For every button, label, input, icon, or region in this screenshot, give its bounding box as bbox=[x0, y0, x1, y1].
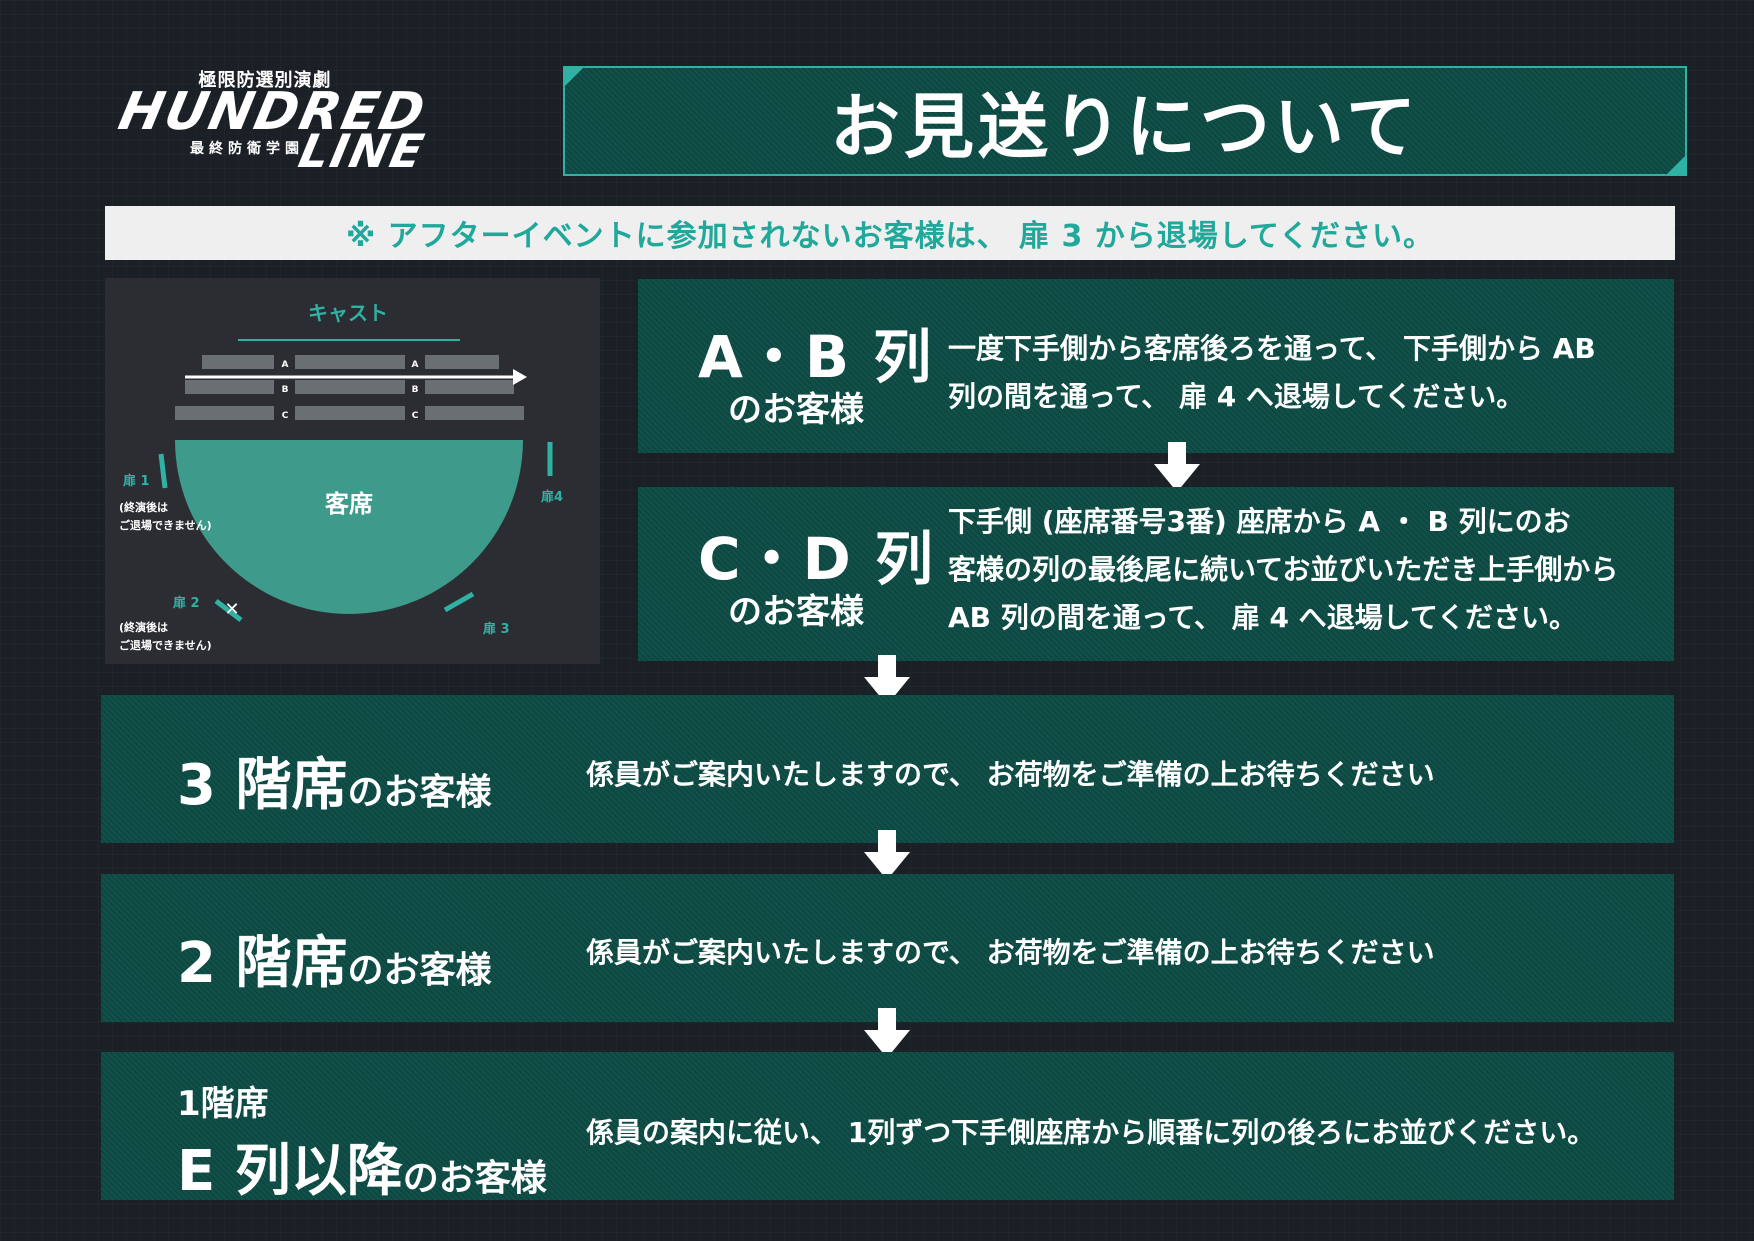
floor1-tail: のお客様 bbox=[402, 1158, 547, 1199]
seating-area-label: 客席 bbox=[325, 490, 373, 518]
route-arrow-head bbox=[513, 369, 527, 385]
door-1-marker bbox=[158, 453, 168, 489]
row-label-a: A bbox=[282, 360, 289, 370]
description-line: AB 列の間を通って、 扉 4 へ退場してください。 bbox=[948, 601, 1578, 634]
seat-block bbox=[425, 355, 499, 369]
door-2-note: (終演後は bbox=[119, 620, 168, 634]
door-2-label: 扉 2 bbox=[173, 595, 200, 611]
seat-block bbox=[202, 355, 274, 369]
seat-block bbox=[175, 406, 274, 420]
section-floor1-description: 係員の案内に従い、 1列ずつ下手側座席から順番に列の後ろにお並びください。 bbox=[586, 1116, 1596, 1149]
seat-block bbox=[295, 355, 405, 369]
door-4-label: 扉4 bbox=[541, 489, 563, 505]
cast-label: キャスト bbox=[308, 301, 388, 325]
door-2-closed-mark: ✕ bbox=[224, 599, 239, 620]
description-line: 一度下手側から客席後ろを通って、 下手側から AB bbox=[948, 332, 1596, 365]
page-title: お見送りについて bbox=[830, 85, 1420, 168]
title-corner-decoration bbox=[563, 66, 585, 88]
section-floor2-description: 係員がご案内いたしますので、 お荷物をご準備の上お待ちください bbox=[586, 936, 1435, 969]
description-line: 下手側 (座席番号3番) 座席から A ・ B 列にのお bbox=[948, 505, 1571, 538]
seat-block bbox=[425, 380, 514, 394]
floor1-line1: 1階席 bbox=[177, 1084, 269, 1124]
row-label-b: B bbox=[282, 385, 289, 395]
section-floor1-panel bbox=[101, 1052, 1674, 1200]
section-floor2-heading: 2 階席のお客様 bbox=[177, 918, 491, 999]
seat-block bbox=[295, 406, 405, 420]
title-banner: お見送りについて bbox=[563, 66, 1687, 176]
seating-area bbox=[175, 440, 523, 614]
seating-map: キャスト A A B B C C 客席 扉 1 bbox=[105, 278, 600, 664]
seat-rows bbox=[175, 355, 524, 420]
description-line: 客様の列の最後尾に続いてお並びいただき上手側から bbox=[948, 553, 1619, 586]
floor1-label: E 列以降 bbox=[177, 1139, 403, 1204]
section-floor3-description: 係員がご案内いたしますので、 お荷物をご準備の上お待ちください bbox=[586, 758, 1435, 791]
section-ab-description: 一度下手側から客席後ろを通って、 下手側から AB 列の間を通って、 扉 4 へ… bbox=[948, 325, 1648, 421]
title-corner-decoration bbox=[1665, 154, 1687, 176]
section-floor2-panel bbox=[101, 874, 1674, 1022]
row-label-b: B bbox=[412, 385, 419, 395]
section-cd-panel bbox=[638, 487, 1674, 661]
section-ab-subheading: のお客様 bbox=[728, 390, 864, 430]
floor3-tail: のお客様 bbox=[347, 772, 492, 813]
section-cd-subheading: のお客様 bbox=[728, 592, 864, 632]
row-label-c: C bbox=[282, 411, 289, 421]
notice-bar: ※ アフターイベントに参加されないお客様は、 扉 3 から退場してください。 bbox=[105, 206, 1675, 260]
row-label-c: C bbox=[412, 411, 419, 421]
seat-block bbox=[185, 380, 274, 394]
notice-text: ※ アフターイベントに参加されないお客様は、 扉 3 から退場してください。 bbox=[345, 219, 1434, 254]
floor3-label: 3 階席 bbox=[177, 753, 348, 818]
door-1-label: 扉 1 bbox=[123, 473, 150, 489]
logo-word-line: LINE bbox=[294, 124, 431, 178]
door-1-note: ご退場できません) bbox=[119, 518, 212, 532]
seating-map-svg: キャスト A A B B C C 客席 扉 1 bbox=[119, 301, 563, 652]
section-floor1-heading: E 列以降のお客様 bbox=[177, 1126, 547, 1207]
door-3-label: 扉 3 bbox=[483, 621, 510, 637]
seat-block bbox=[425, 406, 524, 420]
floor2-tail: のお客様 bbox=[347, 950, 492, 991]
section-ab-panel bbox=[638, 279, 1674, 453]
door-3-marker bbox=[443, 591, 475, 613]
section-floor3-panel bbox=[101, 695, 1674, 843]
floor2-label: 2 階席 bbox=[177, 931, 348, 996]
description-line: 列の間を通って、 扉 4 へ退場してください。 bbox=[948, 380, 1525, 413]
section-cd-description: 下手側 (座席番号3番) 座席から A ・ B 列にのお 客様の列の最後尾に続い… bbox=[948, 498, 1648, 642]
door-2-note: ご退場できません) bbox=[119, 638, 212, 652]
seat-block bbox=[295, 380, 405, 394]
logo-small-text: 極限防選別演劇 bbox=[198, 70, 332, 91]
section-ab-heading: A・B 列 bbox=[698, 323, 934, 391]
door-1-note: (終演後は bbox=[119, 500, 168, 514]
section-cd-heading: C・D 列 bbox=[698, 525, 935, 593]
logo-sub-text: 最終防衛学園 bbox=[190, 141, 304, 157]
door-2-marker bbox=[214, 599, 243, 622]
row-label-a: A bbox=[412, 360, 419, 370]
section-floor3-heading: 3 階席のお客様 bbox=[177, 740, 491, 821]
